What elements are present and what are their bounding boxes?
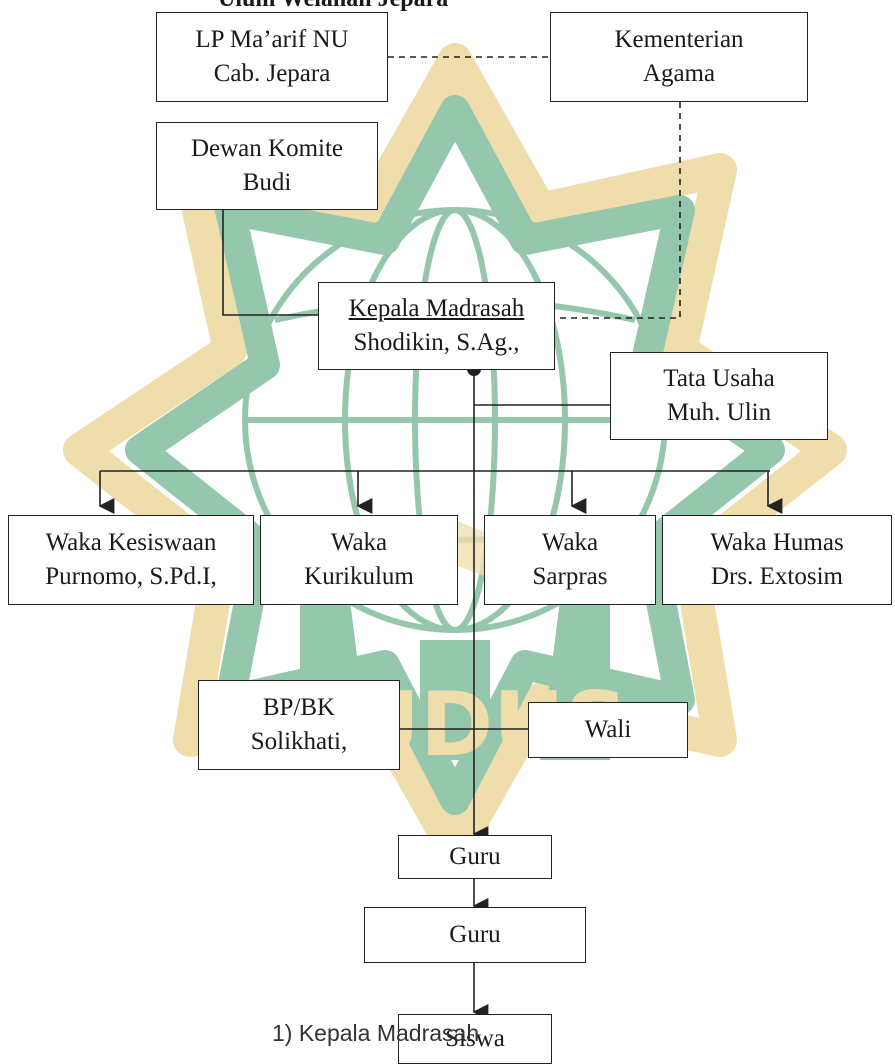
node-tata-usaha: Tata Usaha Muh. Ulin (610, 352, 828, 440)
node-siswa-label: Siswa (445, 1025, 505, 1052)
watermark-star-green (125, 95, 785, 815)
page-title: Ulum Welahan Jepara (218, 0, 448, 13)
node-tata-usaha-line1: Tata Usaha (663, 365, 775, 392)
node-waka-kesiswaan-line1: Waka Kesiswaan (45, 529, 217, 556)
node-waka-kurikulum: Waka Kurikulum (260, 515, 458, 605)
link-kementerian-kepala (555, 102, 681, 319)
node-guru-1: Guru (398, 835, 552, 879)
node-waka-humas-line2: Drs. Extosim (711, 563, 843, 590)
node-guru-2-label: Guru (449, 921, 501, 948)
node-kementerian: Kementerian Agama (550, 12, 808, 102)
node-kepala-madrasah: Kepala Madrasah Shodikin, S.Ag., (318, 282, 555, 370)
node-dewan-komite-line1: Dewan Komite (190, 135, 344, 162)
node-kementerian-line1: Kementerian (614, 26, 744, 53)
node-dewan-komite-line2: Budi (242, 169, 292, 196)
node-lp-maarif-line2: Cab. Jepara (213, 60, 331, 87)
node-wali: Wali (528, 702, 688, 758)
node-waka-humas: Waka Humas Drs. Extosim (662, 515, 892, 605)
footer-caption: 1) Kepala Madrasah (272, 1020, 480, 1046)
node-kementerian-line2: Agama (642, 60, 716, 87)
node-waka-sarpras: Waka Sarpras (484, 515, 656, 605)
node-lp-maarif-line1: LP Ma’arif NU (195, 26, 349, 53)
node-waka-sarpras-line1: Waka (541, 529, 599, 556)
link-komite-kepala (222, 210, 318, 316)
node-kepala-line1: Kepala Madrasah (348, 295, 525, 322)
node-guru-2: Guru (364, 907, 586, 963)
node-bpbk-line2: Solikhati, (250, 728, 348, 755)
node-tata-usaha-line2: Muh. Ulin (666, 399, 772, 426)
node-lp-maarif: LP Ma’arif NU Cab. Jepara (156, 12, 388, 102)
node-wali-line1: Wali (584, 716, 632, 743)
node-kepala-line2: Shodikin, S.Ag., (353, 329, 520, 356)
node-waka-kurikulum-line1: Waka (330, 529, 388, 556)
node-bpbk-line1: BP/BK (262, 694, 336, 721)
node-dewan-komite: Dewan Komite Budi (156, 122, 378, 210)
node-waka-humas-line1: Waka Humas (710, 529, 844, 556)
node-guru-1-label: Guru (449, 843, 501, 870)
node-bpbk: BP/BK Solikhati, (198, 680, 400, 770)
node-waka-sarpras-line2: Sarpras (532, 563, 608, 590)
node-waka-kesiswaan-line2: Purnomo, S.Pd.I, (45, 563, 217, 590)
node-waka-kesiswaan: Waka Kesiswaan Purnomo, S.Pd.I, (8, 515, 254, 605)
node-waka-kurikulum-line2: Kurikulum (304, 563, 414, 590)
